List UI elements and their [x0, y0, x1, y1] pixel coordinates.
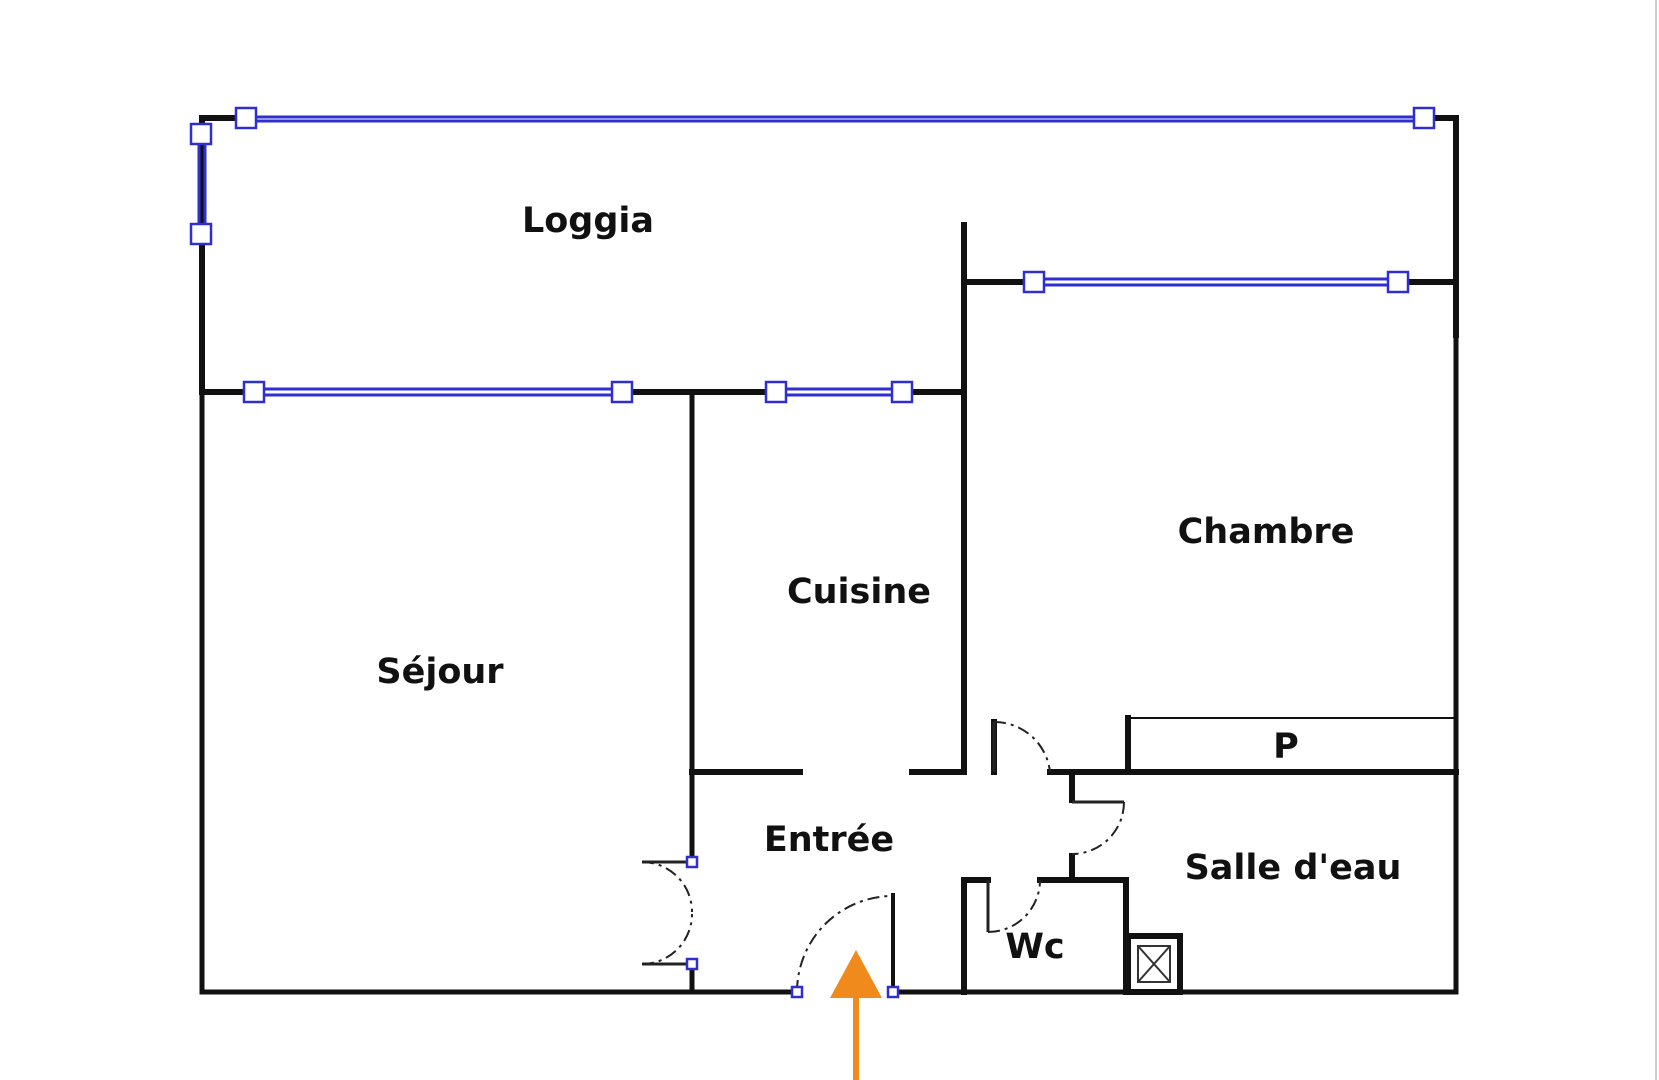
image-border — [1655, 0, 1657, 1080]
window-handle[interactable] — [189, 222, 213, 246]
window-handle[interactable] — [234, 106, 258, 130]
doors — [641, 720, 1125, 999]
room-label-placard: P — [1273, 727, 1299, 767]
door-hinge — [886, 985, 900, 999]
sejour-double-door[interactable] — [641, 855, 699, 971]
sejour-door-arc-bottom — [641, 913, 693, 965]
wc-door[interactable] — [986, 879, 1041, 933]
wc-door-arc — [987, 879, 1041, 933]
front-door-arc — [796, 895, 894, 993]
window-handle[interactable] — [764, 380, 788, 404]
salle-deau-door-arc — [1071, 801, 1125, 855]
front-door[interactable] — [790, 895, 900, 999]
window-handle[interactable] — [890, 380, 914, 404]
room-label-salle-deau: Salle d'eau — [1185, 848, 1402, 888]
room-label-chambre: Chambre — [1178, 512, 1355, 552]
window-handle[interactable] — [242, 380, 266, 404]
window-handle[interactable] — [1412, 106, 1436, 130]
chambre-door-arc — [993, 720, 1051, 773]
door-hinge — [790, 985, 804, 999]
room-label-sejour: Séjour — [376, 652, 504, 692]
chambre-door[interactable] — [992, 720, 1051, 773]
door-hinge — [685, 855, 699, 869]
walls — [199, 115, 1459, 995]
window-handle[interactable] — [1386, 270, 1410, 294]
room-label-entree: Entrée — [764, 820, 894, 860]
room-label-wc: Wc — [1005, 927, 1064, 967]
window-handle[interactable] — [1022, 270, 1046, 294]
sejour-door-arc-top — [641, 861, 693, 913]
shower-tray-icon — [1125, 933, 1183, 995]
salle-deau-door[interactable] — [1071, 800, 1125, 855]
entry-arrow-icon — [830, 950, 882, 1080]
room-labels: Loggia Séjour Cuisine Chambre Entrée Sal… — [376, 201, 1401, 967]
window-handle[interactable] — [189, 122, 213, 146]
room-label-loggia: Loggia — [522, 201, 654, 241]
door-hinge — [685, 957, 699, 971]
window-handle[interactable] — [610, 380, 634, 404]
windows — [189, 106, 1436, 404]
room-label-cuisine: Cuisine — [787, 572, 931, 612]
